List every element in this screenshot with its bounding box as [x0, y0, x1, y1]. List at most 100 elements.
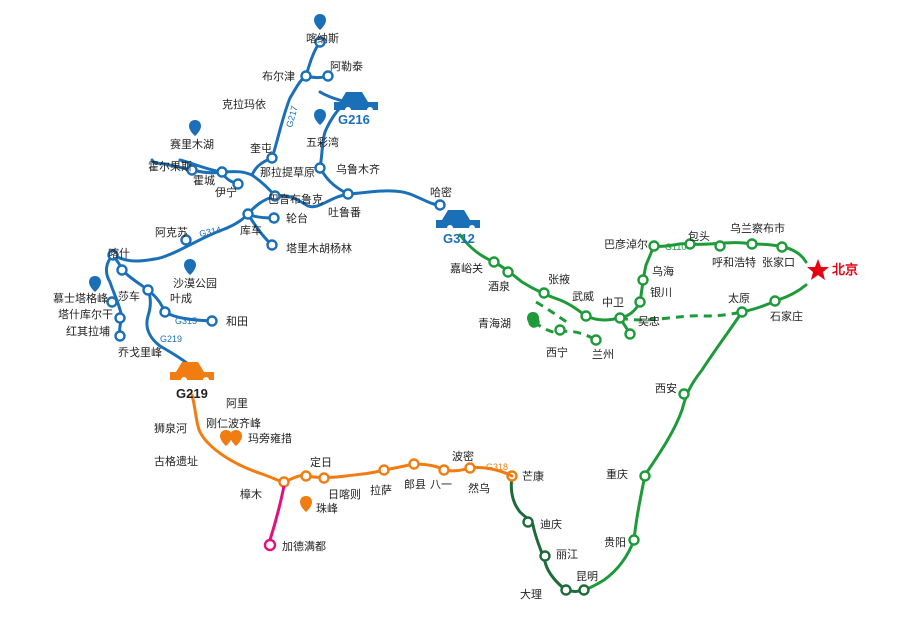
station-kunming[interactable] — [578, 584, 590, 596]
station-altay[interactable] — [322, 70, 334, 82]
label-huocheng: 霍城 — [193, 174, 215, 187]
station-lijiang[interactable] — [539, 550, 551, 562]
label-tingri: 定日 — [310, 455, 332, 469]
station-dali[interactable] — [560, 584, 572, 596]
label-markam: 芒康 — [522, 469, 544, 483]
pin-icon — [189, 120, 201, 136]
station-zhangye[interactable] — [538, 287, 550, 299]
station-xian[interactable] — [678, 388, 690, 400]
label-sayram: 赛里木湖 — [170, 137, 214, 151]
station-zhangjiakou[interactable] — [776, 241, 788, 253]
station-wuhai[interactable] — [637, 274, 649, 286]
station-burqin[interactable] — [300, 70, 312, 82]
label-lhasa: 拉萨 — [370, 483, 392, 497]
station-tingri[interactable] — [300, 470, 312, 482]
station-shigatse[interactable] — [318, 472, 330, 484]
station-jiayuguan[interactable] — [488, 256, 500, 268]
station-langxian[interactable] — [408, 458, 420, 470]
beijing-star-icon[interactable] — [807, 259, 829, 280]
label-tashkurgan: 塔什库尔干 — [58, 308, 113, 321]
station-aksu[interactable] — [180, 234, 192, 246]
station-luntai[interactable] — [268, 212, 280, 224]
station-chongqing[interactable] — [639, 470, 651, 482]
label-kanas: 喀纳斯 — [306, 32, 339, 45]
station-yining[interactable] — [232, 178, 244, 190]
label-qinghai-lake: 青海湖 — [478, 316, 511, 330]
station-taiyuan[interactable] — [736, 306, 748, 318]
station-tashkurgan[interactable] — [114, 312, 126, 324]
label-wuhai: 乌海 — [652, 264, 674, 278]
label-kashgar: 喀什 — [108, 247, 130, 260]
station-lhasa[interactable] — [378, 464, 390, 476]
label-nalati: 那拉提草原 — [260, 165, 315, 179]
station-khorgas[interactable] — [186, 164, 198, 176]
station-zhongwei[interactable] — [614, 312, 626, 324]
station-shijiazhuang[interactable] — [769, 295, 781, 307]
station-turpan[interactable] — [342, 188, 354, 200]
badge-g216: G216 — [338, 112, 370, 127]
label-chongqing: 重庆 — [606, 467, 628, 481]
station-yecheng[interactable] — [142, 284, 154, 296]
station-kanas[interactable] — [314, 36, 326, 48]
label-kunming: 昆明 — [576, 570, 598, 583]
label-langxian: 郎县 — [404, 477, 426, 491]
label-luntai: 轮台 — [286, 211, 308, 225]
station-jiuquan[interactable] — [502, 266, 514, 278]
pin-icon — [230, 430, 242, 446]
station-khunjerab[interactable] — [114, 330, 126, 342]
label-xian: 西安 — [655, 381, 677, 395]
station-ulanqab[interactable] — [746, 238, 758, 250]
label-hotan: 和田 — [226, 315, 248, 328]
label-burqin: 布尔津 — [262, 70, 295, 83]
station-bayi[interactable] — [438, 464, 450, 476]
station-taklimakan[interactable] — [266, 239, 278, 251]
label-shiquanhe: 狮泉河 — [154, 421, 187, 435]
station-muztagh[interactable] — [106, 296, 118, 308]
label-jiuquan: 酒泉 — [488, 279, 510, 293]
station-kashgar[interactable] — [107, 249, 119, 261]
station-guiyang[interactable] — [628, 534, 640, 546]
label-xining: 西宁 — [546, 345, 568, 359]
station-lanzhou[interactable] — [590, 334, 602, 346]
station-kathmandu[interactable] — [263, 538, 277, 552]
label-turpan: 吐鲁番 — [328, 205, 361, 219]
station-yinchuan[interactable] — [634, 296, 646, 308]
station-hohhot[interactable] — [714, 240, 726, 252]
station-bayannur[interactable] — [648, 240, 660, 252]
label-bomi: 波密 — [452, 449, 474, 463]
station-wuzhong[interactable] — [624, 328, 636, 340]
label-aksu: 阿克苏 — [155, 226, 188, 239]
station-kuitun[interactable] — [266, 152, 278, 164]
station-shache[interactable] — [116, 264, 128, 276]
label-zhangmu: 樟木 — [240, 487, 262, 501]
station-hotan[interactable] — [206, 315, 218, 327]
station-yecheng2[interactable] — [159, 306, 171, 318]
station-baotou[interactable] — [684, 238, 696, 250]
label-manasarovar: 玛旁雍措 — [248, 431, 292, 445]
label-wuzhong: 吴忠 — [638, 315, 660, 328]
station-huocheng[interactable] — [216, 166, 228, 178]
label-guge: 古格遗址 — [154, 454, 198, 468]
station-wuwei[interactable] — [580, 310, 592, 322]
route-yunnan — [509, 474, 586, 593]
label-yecheng: 叶成 — [170, 292, 192, 305]
station-hami[interactable] — [434, 199, 446, 211]
station-xining[interactable] — [554, 324, 566, 336]
station-bayinbuluke[interactable] — [269, 190, 281, 202]
label-kuqa: 库车 — [240, 223, 262, 237]
station-zhangmu[interactable] — [278, 476, 290, 488]
label-yinchuan: 银川 — [650, 285, 672, 299]
station-rawu[interactable] — [464, 462, 476, 474]
label-lanzhou: 兰州 — [592, 348, 614, 361]
tibet-stations — [278, 458, 476, 488]
label-guiyang: 贵阳 — [604, 536, 626, 549]
label-dali: 大理 — [520, 587, 542, 601]
pin-icon — [220, 430, 232, 446]
label-karamay: 克拉玛依 — [222, 97, 266, 111]
green-stations — [488, 238, 788, 546]
station-deqin[interactable] — [522, 516, 534, 528]
station-kuqa[interactable] — [242, 208, 254, 220]
station-urumqi[interactable] — [314, 162, 326, 174]
label-chogori: 乔戈里峰 — [118, 346, 162, 359]
